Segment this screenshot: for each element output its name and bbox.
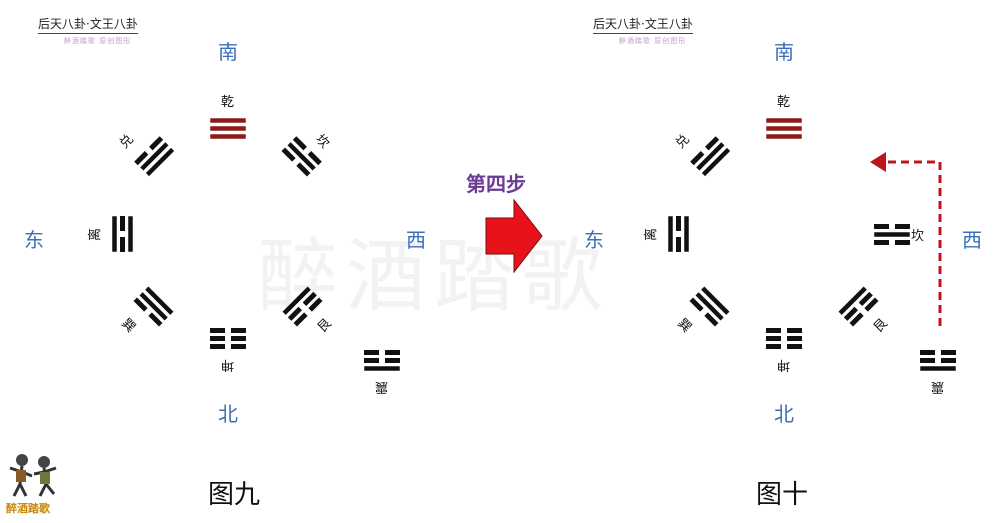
panel-1-south-label: 南 [218,40,238,64]
panel-1-north-label: 北 [218,402,238,426]
panel-1-header: 后天八卦·文王八卦 [38,15,138,34]
trigram-li-icon [667,215,690,253]
panel-1-east-label: 东 [24,228,44,252]
trigram-kun-label: 坤 [777,357,791,372]
panel-2-north-label: 北 [774,402,794,426]
trigram-gen-icon [281,285,323,327]
panel-1-header-sub: 醉酒踏歌 原创图形 [64,37,132,45]
panel-2-east-label: 东 [584,228,604,252]
panel-2-west-label: 西 [962,228,982,252]
trigram-kan-icon [873,224,911,245]
trigram-zhen-icon [363,350,401,372]
move-arrow [870,152,942,326]
trigram-qian-label: 乾 [221,95,235,110]
step-label: 第四步 [466,172,526,196]
trigram-zhen-icon [919,350,957,372]
trigram-kan-label: 坎 [911,229,925,244]
trigram-zhen-label: 震 [375,379,389,394]
dancing-figures-icon [9,454,57,497]
trigram-li-label: 离 [644,227,660,242]
panel-2-header-sub: 醉酒踏歌 原创图形 [619,37,687,45]
panel-1-caption: 图九 [208,480,261,510]
trigram-li-label: 离 [88,227,104,242]
trigram-kan-icon [281,136,322,177]
trigram-xun-icon [689,285,731,327]
trigram-gen-icon [837,285,879,327]
logo-text: 醉酒踏歌 [6,502,50,515]
step-arrow-icon [485,198,543,274]
trigram-qian-icon [209,117,247,140]
trigram-li-icon [111,215,134,253]
trigram-kun-icon [210,328,246,349]
trigram-dui-icon [134,136,175,177]
trigram-xun-icon [133,285,175,327]
trigram-dui-icon [690,136,731,177]
trigram-kun-icon [766,328,802,349]
trigram-kun-label: 坤 [221,357,235,372]
trigram-qian-label: 乾 [777,95,791,110]
panel-2-header: 后天八卦·文王八卦 [593,15,693,34]
panel-2-south-label: 南 [774,40,794,64]
trigram-zhen-label: 震 [931,379,945,394]
panel-2-caption: 图十 [756,480,809,510]
trigram-qian-icon [765,117,803,140]
panel-1-west-label: 西 [406,228,426,252]
